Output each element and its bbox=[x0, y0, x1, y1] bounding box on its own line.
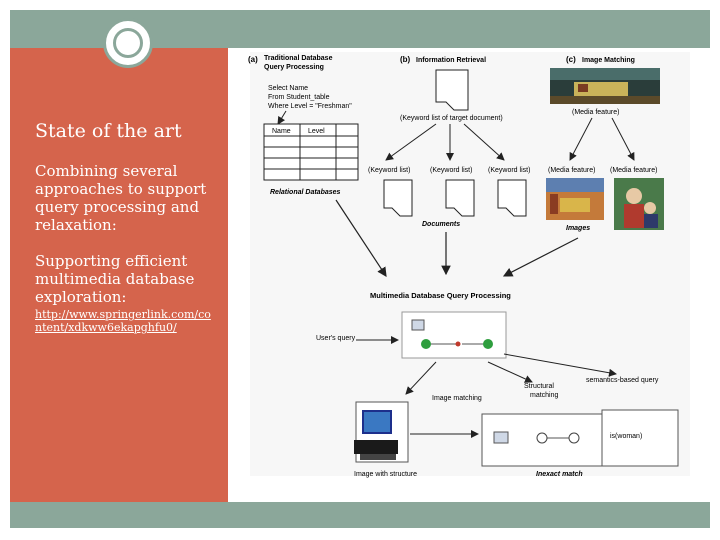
is-woman-label: is(woman) bbox=[610, 433, 642, 440]
slide-title: State of the art bbox=[35, 120, 182, 142]
panel-c-title: Image Matching bbox=[582, 57, 635, 64]
arrow-to-semantics bbox=[503, 353, 617, 377]
ir-arrow-right bbox=[463, 123, 505, 161]
panel-b-label: (b) bbox=[400, 55, 411, 64]
reference-link[interactable]: http://www.springerlink.com/content/xdkw… bbox=[35, 308, 211, 334]
figure-background bbox=[250, 52, 690, 476]
arrow-c-to-mmdb bbox=[502, 237, 579, 277]
query-media-feature-label: (Media feature) bbox=[572, 109, 619, 116]
img-arrow-left bbox=[569, 117, 593, 161]
query-processing-figure: (a) Traditional Database Query Processin… bbox=[248, 52, 690, 478]
ir-arrow-left bbox=[385, 123, 437, 161]
medallion-icon bbox=[103, 18, 153, 68]
panel-c-label: (c) bbox=[566, 55, 576, 64]
target-keyword-list-label: (Keyword list of target document) bbox=[400, 115, 503, 122]
image-structure-label: Image with structure bbox=[354, 471, 417, 478]
relational-db-label: Relational Databases bbox=[270, 189, 341, 196]
table-header-level: Level bbox=[308, 128, 325, 135]
table-header-name: Name bbox=[272, 128, 291, 135]
img-arrow-right bbox=[611, 117, 635, 161]
semantics-query-label: semantics-based query bbox=[586, 377, 659, 384]
keyword-list-3: (Keyword list) bbox=[488, 167, 530, 174]
arrow-to-structural bbox=[487, 361, 533, 383]
structural-label: Structural bbox=[524, 383, 554, 390]
structured-image-graph bbox=[481, 409, 679, 467]
computer-illustration bbox=[354, 401, 409, 463]
sql-arrow bbox=[277, 110, 287, 125]
arrow-a-to-mmdb bbox=[335, 199, 387, 278]
inexact-match-label: Inexact match bbox=[536, 471, 583, 478]
bullet-text-1: Combining several approaches to support … bbox=[35, 162, 207, 234]
images-label: Images bbox=[566, 225, 590, 232]
users-query-label: User's query bbox=[316, 335, 356, 342]
query-image-painting bbox=[550, 68, 660, 104]
sql-line-2: From Student_table bbox=[268, 94, 330, 101]
medallion-ring bbox=[113, 28, 143, 58]
user-query-graph bbox=[401, 311, 507, 359]
panel-a-title-2: Query Processing bbox=[264, 64, 324, 71]
bottom-frame-bar bbox=[10, 502, 710, 528]
bedroom-painting bbox=[546, 178, 604, 220]
matching-label: matching bbox=[530, 392, 559, 399]
mmdb-title: Multimedia Database Query Processing bbox=[370, 291, 511, 300]
image-matching-label: Image matching bbox=[432, 395, 482, 402]
documents-label: Documents bbox=[422, 221, 460, 228]
portrait-painting bbox=[614, 178, 664, 230]
bullet-text-2: Supporting efficient multimedia database… bbox=[35, 252, 195, 306]
keyword-list-1: (Keyword list) bbox=[368, 167, 410, 174]
sql-line-1: Select Name bbox=[268, 85, 308, 92]
media-feature-1: (Media feature) bbox=[548, 167, 595, 174]
arrow-to-image-matching bbox=[405, 361, 437, 395]
panel-b-title: Information Retrieval bbox=[416, 57, 486, 64]
panel-a-title-1: Traditional Database bbox=[264, 55, 333, 62]
panel-a-label: (a) bbox=[248, 55, 258, 64]
media-feature-2: (Media feature) bbox=[610, 167, 657, 174]
keyword-list-2: (Keyword list) bbox=[430, 167, 472, 174]
sql-line-3: Where Level = "Freshman" bbox=[268, 103, 352, 110]
student-table bbox=[263, 123, 359, 181]
document-icons bbox=[383, 179, 527, 217]
target-document-icon bbox=[435, 69, 469, 111]
left-panel bbox=[10, 48, 228, 502]
